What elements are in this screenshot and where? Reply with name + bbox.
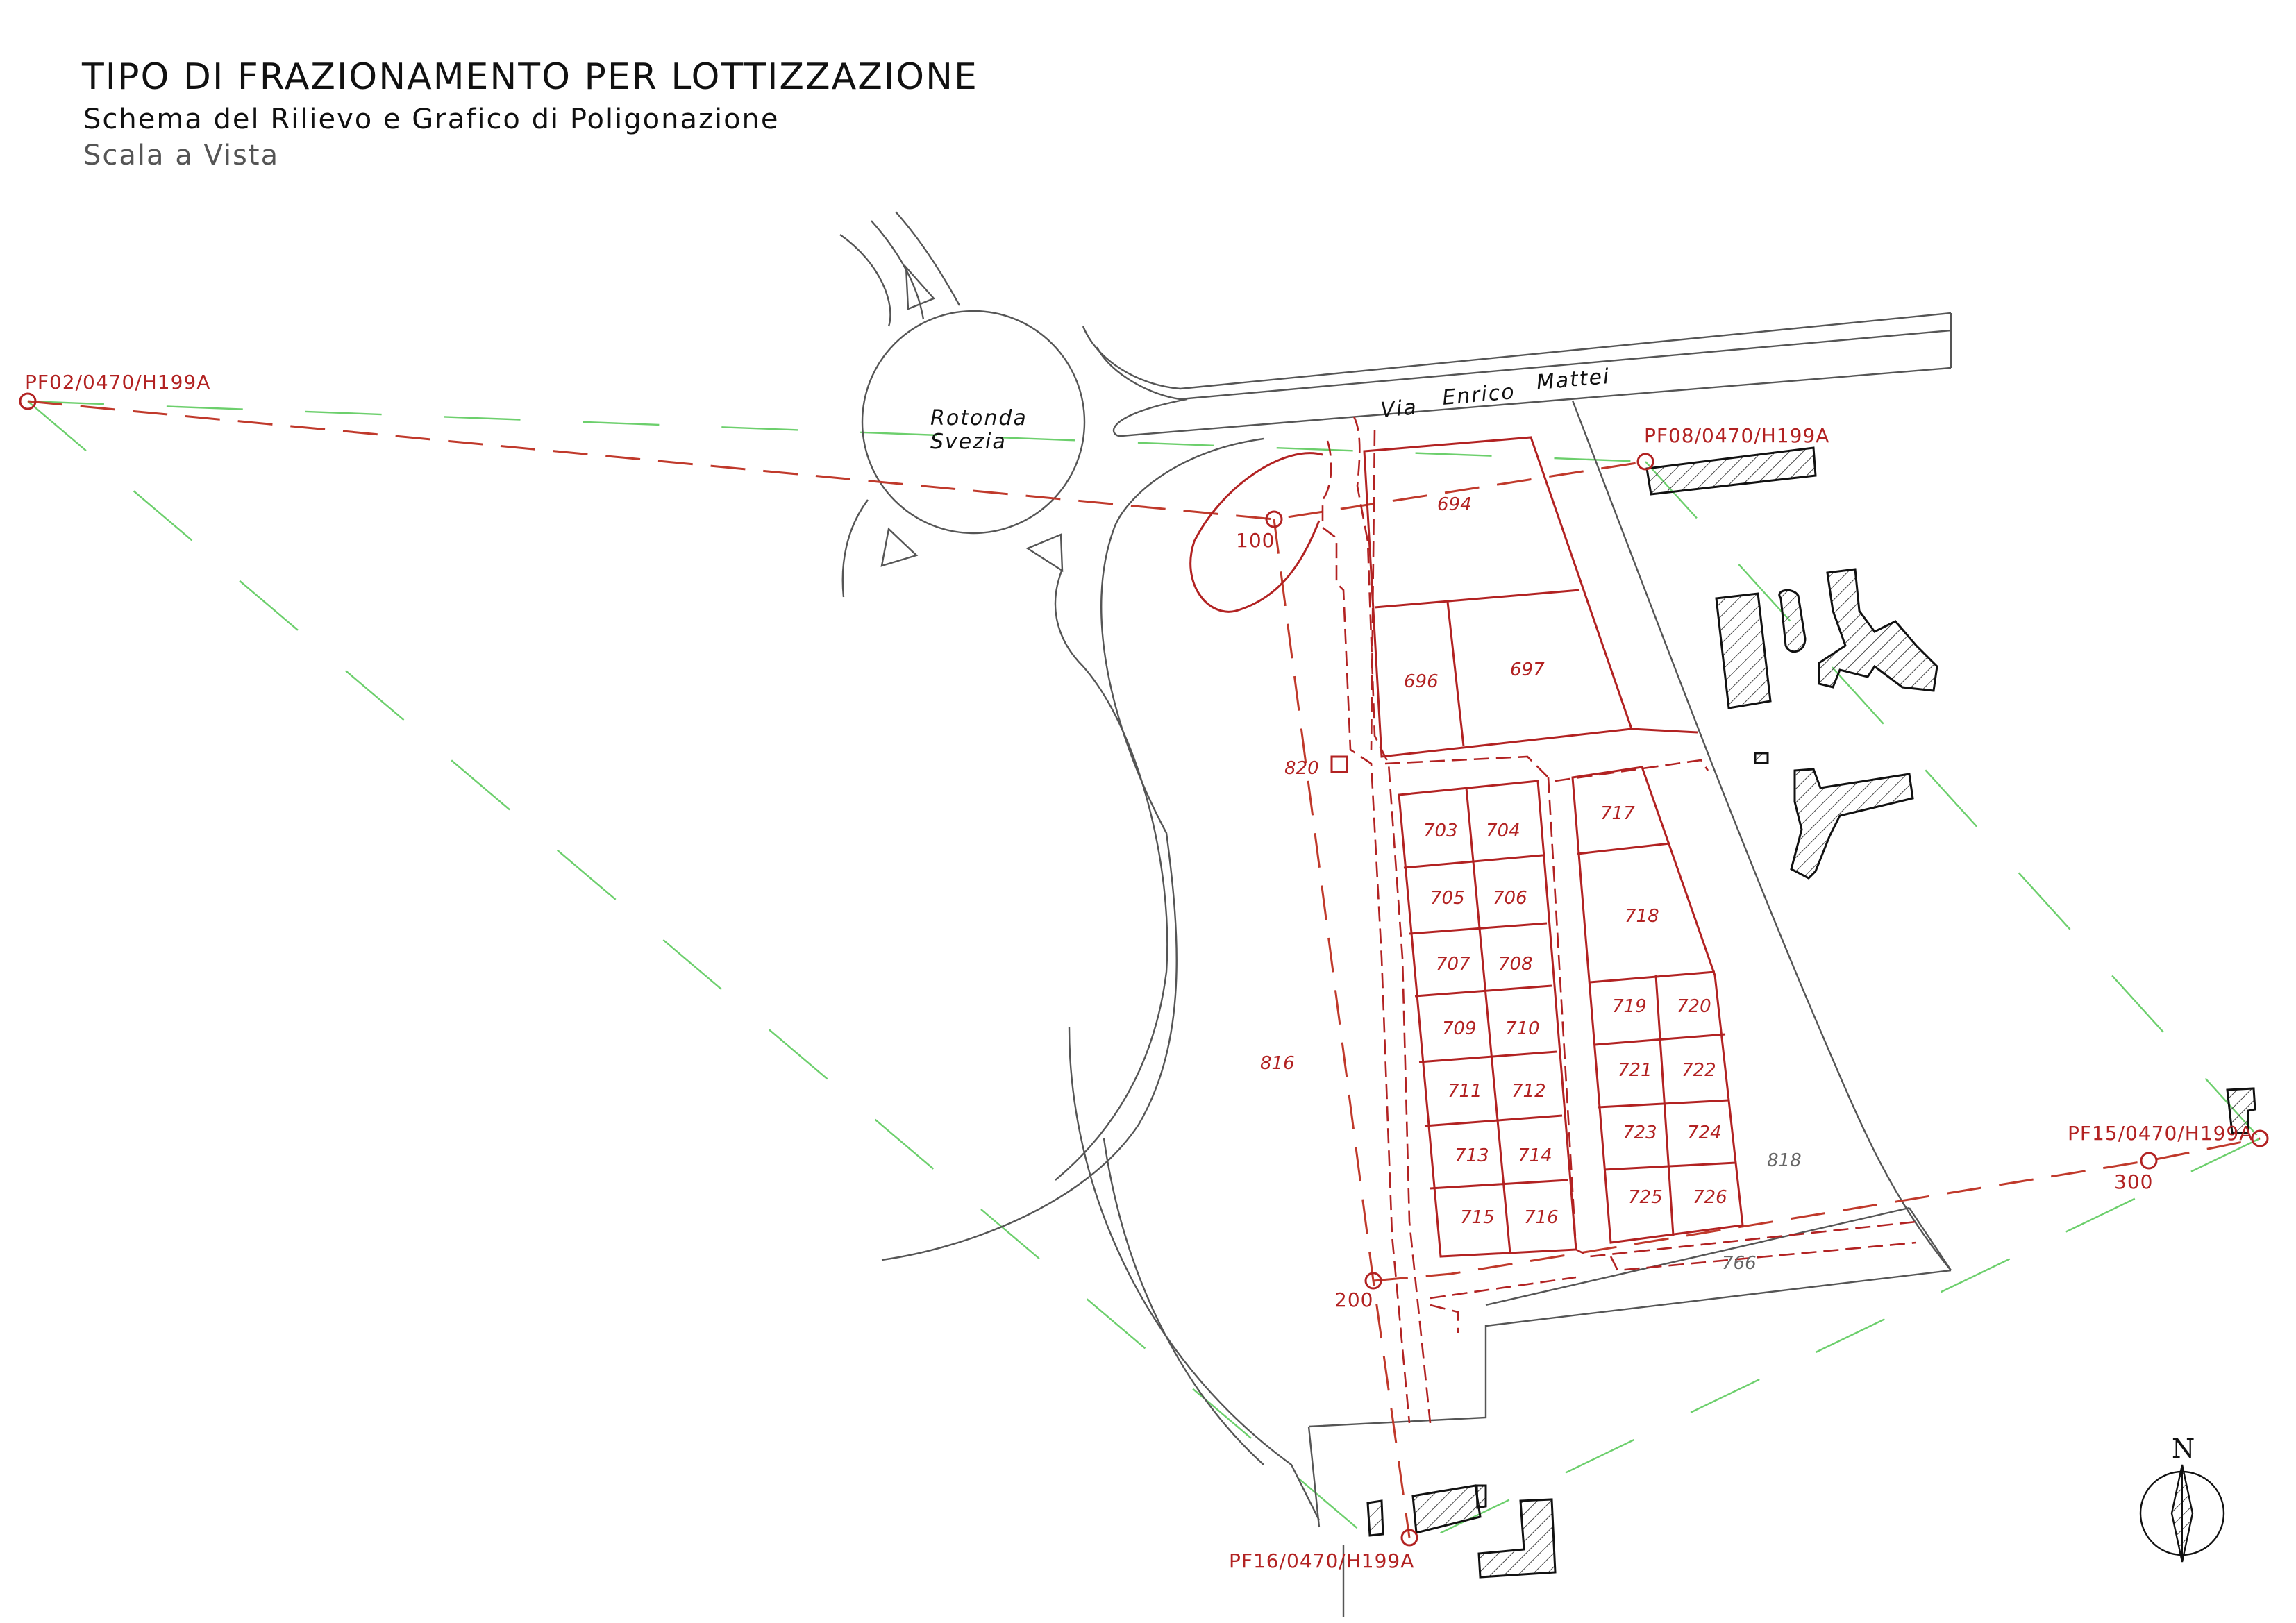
control-point-pf02-marker <box>19 392 37 410</box>
lot-713: 713 <box>1455 1145 1489 1166</box>
control-point-pf02-label: PF02/0470/H199A <box>25 371 210 394</box>
roundabout-island <box>861 310 1086 535</box>
traverse-lines <box>27 400 2261 1538</box>
survey-points: PF02/0470/H199A PF08/0470/H199A PF15/047… <box>19 371 2269 1572</box>
north-arrow: N <box>2139 1433 2225 1563</box>
roundabout-name-line-2: Svezia <box>930 430 1007 454</box>
lot-816: 816 <box>1260 1053 1295 1074</box>
lot-704: 704 <box>1486 821 1520 841</box>
buildings <box>1366 446 2256 1579</box>
lot-694: 694 <box>1437 494 1472 515</box>
station-300-label: 300 <box>2114 1170 2153 1193</box>
lot-705: 705 <box>1430 888 1465 909</box>
lot-725: 725 <box>1628 1187 1663 1208</box>
control-point-pf08-marker <box>1636 453 1654 471</box>
lot-708: 708 <box>1498 954 1533 975</box>
lot-716: 716 <box>1524 1207 1559 1228</box>
auxiliary-lines <box>27 400 2261 1546</box>
station-100-marker <box>1265 510 1283 528</box>
station-100-label: 100 <box>1236 529 1275 552</box>
street-name-part-2: Enrico <box>1441 380 1516 410</box>
control-point-pf16-label: PF16/0470/H199A <box>1229 1549 1414 1572</box>
lot-723: 723 <box>1623 1122 1657 1143</box>
plan-header: TIPO DI FRAZIONAMENTO PER LOTTIZZAZIONE … <box>81 56 978 171</box>
lot-709: 709 <box>1442 1018 1477 1039</box>
lot-722: 722 <box>1682 1060 1716 1081</box>
lot-721: 721 <box>1618 1060 1652 1081</box>
lot-715: 715 <box>1460 1207 1495 1228</box>
lot-707: 707 <box>1436 954 1470 975</box>
lot-720: 720 <box>1677 996 1711 1017</box>
plan-subtitle: Schema del Rilievo e Grafico di Poligona… <box>83 103 780 135</box>
lot-719: 719 <box>1612 996 1647 1017</box>
lot-696: 696 <box>1404 671 1439 692</box>
station-200-label: 200 <box>1334 1288 1373 1311</box>
control-point-pf08-label: PF08/0470/H199A <box>1644 424 1829 447</box>
lot-703: 703 <box>1423 821 1458 841</box>
street-name-part-1: Via <box>1380 395 1418 423</box>
station-300-marker <box>2140 1152 2158 1170</box>
control-point-pf15-marker <box>2251 1129 2269 1147</box>
lot-820: 820 <box>1284 758 1319 779</box>
control-point-pf15-label: PF15/0470/H199A <box>2068 1122 2253 1145</box>
plan-scale: Scala a Vista <box>83 140 279 171</box>
lot-711: 711 <box>1448 1081 1482 1102</box>
lot-818: 818 <box>1767 1150 1802 1171</box>
plan-title: TIPO DI FRAZIONAMENTO PER LOTTIZZAZIONE <box>81 56 978 98</box>
lot-710: 710 <box>1505 1018 1540 1039</box>
lot-706: 706 <box>1493 888 1527 909</box>
station-200-marker <box>1364 1272 1382 1290</box>
north-arrow-label: N <box>2172 1433 2195 1464</box>
street-name-part-3: Mattei <box>1535 364 1611 395</box>
lot-724: 724 <box>1687 1122 1722 1143</box>
lot-labels: 694 696 697 703 704 705 706 707 708 709 … <box>1260 494 1802 1274</box>
roads <box>839 211 1952 1617</box>
roundabout-name-line-1: Rotonda <box>930 406 1028 430</box>
lot-697: 697 <box>1510 659 1545 680</box>
lot-718: 718 <box>1625 906 1659 927</box>
lot-712: 712 <box>1511 1081 1546 1102</box>
lot-outlines <box>1189 416 1917 1424</box>
lot-726: 726 <box>1693 1187 1727 1208</box>
control-point-pf16-marker <box>1400 1529 1418 1547</box>
road-labels: Via Enrico Mattei Rotonda Svezia <box>930 364 1611 454</box>
lot-714: 714 <box>1518 1145 1552 1166</box>
lot-766: 766 <box>1722 1253 1757 1274</box>
lot-717: 717 <box>1600 803 1635 824</box>
